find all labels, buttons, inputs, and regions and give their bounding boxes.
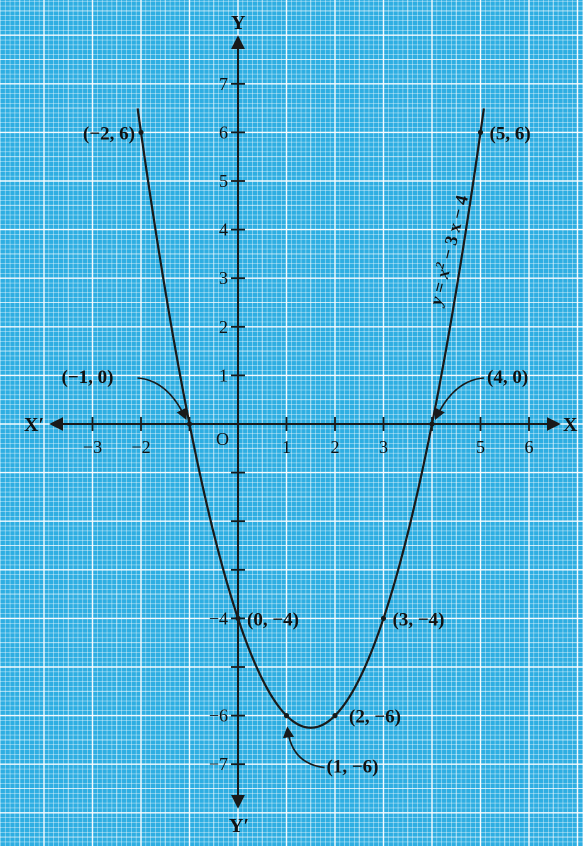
data-point xyxy=(429,421,435,427)
y-tick-label: 4 xyxy=(219,220,228,240)
y-tick-label: 3 xyxy=(219,268,228,288)
y-tick-label: −7 xyxy=(209,754,228,774)
point-label: (−2, 6) xyxy=(83,123,135,144)
y-tick-label: 7 xyxy=(219,74,228,94)
x-axis-label-positive: X xyxy=(563,414,578,436)
data-point xyxy=(380,615,387,622)
x-tick-label: −2 xyxy=(131,437,150,457)
x-tick-label: 2 xyxy=(331,437,340,457)
point-label: (2, −6) xyxy=(349,707,401,728)
axes: X X′ Y Y′ O xyxy=(24,12,578,837)
point-label: (0, −4) xyxy=(247,609,299,630)
y-axis-label-negative: Y′ xyxy=(229,815,249,837)
annotation-arrow xyxy=(137,377,187,421)
y-tick-label: 2 xyxy=(219,317,228,337)
x-tick-label: 6 xyxy=(525,437,534,457)
x-tick-label: 3 xyxy=(379,437,388,457)
x-axis-label-negative: X′ xyxy=(24,414,44,436)
point-labels: (−2, 6) (−1, 0) (0, −4) (1, −6) (2, −6) (3, −… xyxy=(62,123,531,777)
origin-label: O xyxy=(216,429,229,449)
x-tick-label: −3 xyxy=(83,437,102,457)
plotted-points xyxy=(138,129,484,719)
point-label: (5, 6) xyxy=(490,123,531,144)
y-tick-label: −4 xyxy=(209,608,228,628)
y-tick-label: −6 xyxy=(209,706,228,726)
data-point xyxy=(186,421,193,427)
annotation-arrow xyxy=(434,377,485,421)
annotation-arrow xyxy=(282,726,325,769)
data-point xyxy=(477,129,484,135)
y-tick-label: 6 xyxy=(219,122,228,142)
point-label: (4, 0) xyxy=(487,367,528,388)
data-point xyxy=(235,615,241,622)
tick-labels: −3 −2 1 2 3 5 6 7 6 5 4 3 2 1 −4 −6 −7 xyxy=(83,74,534,774)
point-label: (3, −4) xyxy=(393,609,445,630)
y-tick-label: 1 xyxy=(219,365,228,385)
data-point xyxy=(332,713,338,719)
data-point xyxy=(138,129,144,135)
x-tick-label: 5 xyxy=(476,437,485,457)
x-tick-label: 1 xyxy=(282,437,291,457)
y-tick-label: 5 xyxy=(219,171,228,191)
parabola-curve xyxy=(136,108,485,729)
y-axis-label-positive: Y xyxy=(231,12,246,34)
data-point xyxy=(283,713,290,719)
point-label: (1, −6) xyxy=(327,757,379,778)
point-label: (−1, 0) xyxy=(62,367,114,388)
annotation-arrows xyxy=(137,377,485,769)
